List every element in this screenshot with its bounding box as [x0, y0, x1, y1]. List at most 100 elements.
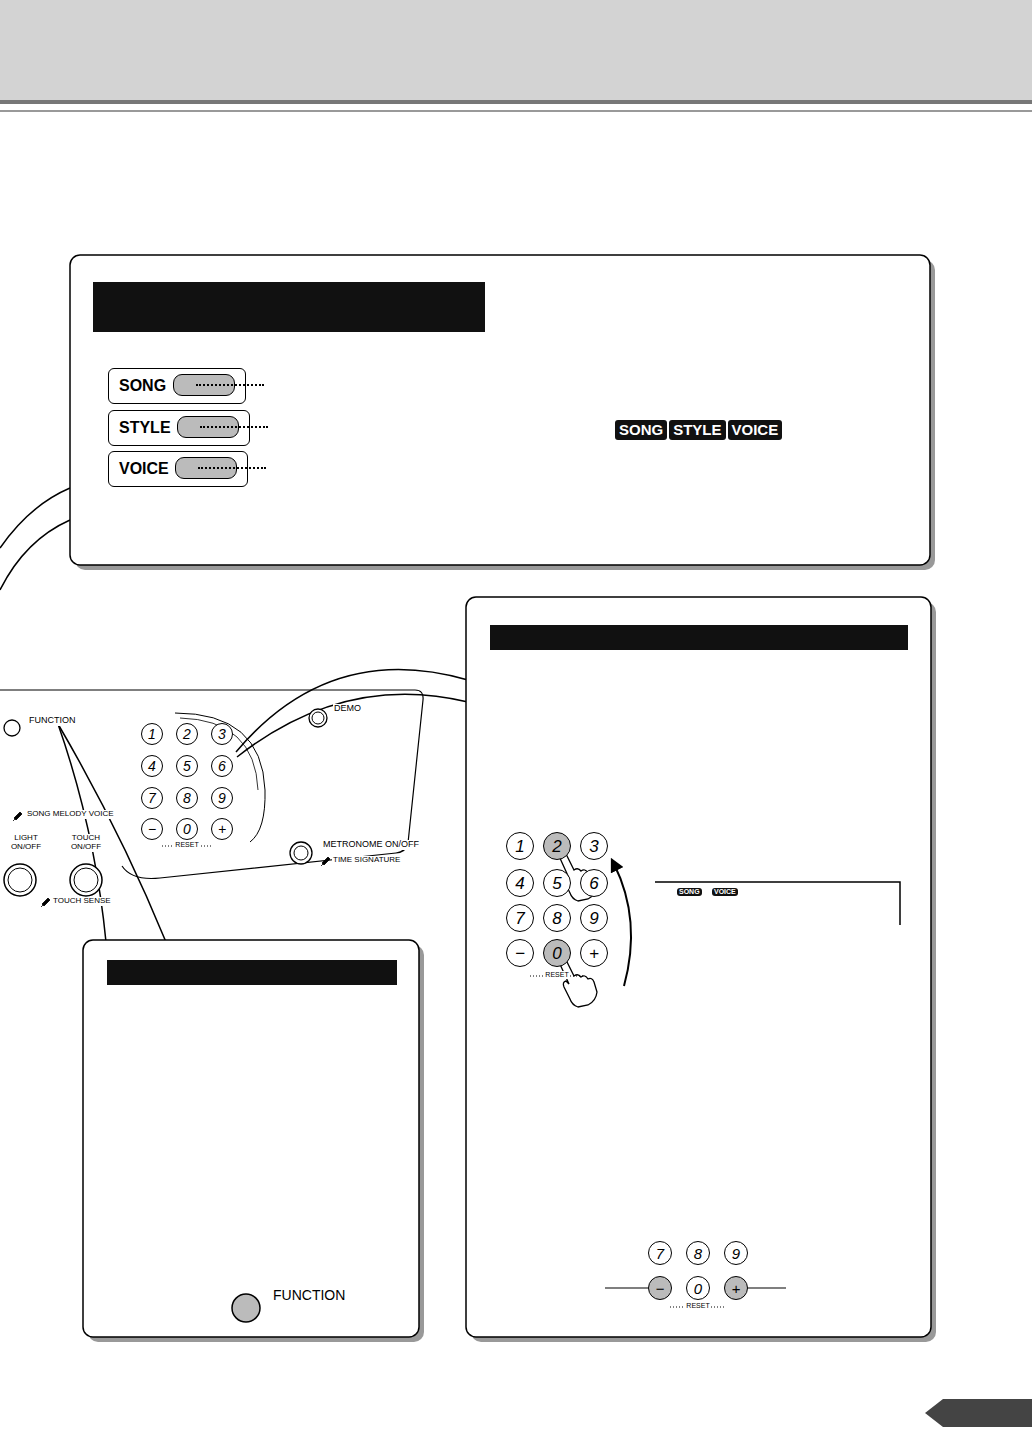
leader-line [605, 1287, 648, 1288]
heading-bar [107, 960, 397, 985]
node-text: 9 [732, 1246, 740, 1261]
mode-badge: VOICE [728, 420, 783, 440]
mode-badge: SONG [677, 888, 702, 896]
node-text: − [515, 945, 525, 962]
light-button [8, 868, 32, 892]
node-text: SONG [119, 377, 166, 395]
node-text: 2 [183, 727, 191, 741]
node-text: 4 [148, 759, 156, 773]
control-label: FUNCTION [272, 1288, 346, 1303]
sequence-arrow [614, 864, 631, 986]
node-text: 0 [694, 1281, 702, 1296]
header-band [0, 0, 1032, 100]
mode-badge: VOICE [712, 888, 738, 896]
light-button [4, 864, 36, 896]
number-key: 6 [580, 869, 608, 897]
node-text: 9 [589, 910, 598, 927]
node-text: 8 [552, 910, 561, 927]
node-text: 0 [183, 822, 191, 836]
number-key: 9 [580, 904, 608, 932]
reset-bracket [570, 976, 584, 977]
control-label: TOUCH ON/OFF [64, 834, 108, 852]
metronome-button [294, 846, 308, 860]
control-label: DEMO [333, 704, 362, 714]
callout-wedge [58, 724, 106, 942]
node-text: 1 [148, 727, 156, 741]
pencil-icon [321, 857, 330, 866]
mode-button: VOICE [108, 451, 248, 487]
slider-pill [177, 416, 239, 438]
node-text: 3 [218, 727, 226, 741]
node-text: SONG [619, 421, 663, 438]
number-key: 0 [176, 818, 198, 840]
number-key: 9 [724, 1241, 748, 1265]
demo-button [309, 709, 327, 727]
node-text: 8 [694, 1246, 702, 1261]
node-text: VOICE [732, 421, 779, 438]
reset-bracket [530, 976, 544, 977]
metronome-button [290, 842, 312, 864]
node-text: 6 [218, 759, 226, 773]
reset-bracket [711, 1307, 726, 1308]
node-text: SONG [679, 888, 700, 895]
control-label: SONG MELODY VOICE [26, 810, 115, 819]
number-key: 0 [686, 1276, 710, 1300]
function-button [232, 1294, 260, 1322]
number-key: 1 [506, 832, 534, 860]
pencil-icon [13, 812, 22, 821]
node-text: − [656, 1281, 665, 1296]
number-key: 3 [211, 723, 233, 745]
number-key: 3 [580, 832, 608, 860]
control-label: TIME SIGNATURE [332, 856, 401, 865]
number-key: 2 [543, 832, 571, 860]
demo-button [312, 712, 324, 724]
mode-button: SONG [108, 368, 246, 404]
number-key: 5 [543, 869, 571, 897]
node-text: + [218, 822, 226, 836]
number-key: − [141, 818, 163, 840]
slider-pill [175, 457, 237, 479]
callout-panel [83, 940, 419, 1337]
node-text: 2 [552, 838, 561, 855]
number-key: 0 [543, 939, 571, 967]
callout-wedge [58, 724, 166, 942]
node-text: 5 [183, 759, 191, 773]
node-text: STYLE [119, 419, 171, 437]
control-label: METRONOME ON/OFF [322, 840, 420, 850]
slider-pill [173, 374, 235, 396]
function-button [4, 720, 20, 736]
number-key: − [648, 1276, 672, 1300]
header-rule [0, 110, 1032, 112]
node-text: STYLE [673, 421, 721, 438]
number-key: + [724, 1276, 748, 1300]
callout-wedge [0, 488, 70, 548]
number-key: 4 [506, 869, 534, 897]
number-key: 6 [211, 755, 233, 777]
node-text: VOICE [714, 888, 736, 895]
node-text: VOICE [119, 460, 169, 478]
panel-outline [0, 690, 423, 879]
number-key: 7 [506, 904, 534, 932]
page-tab [925, 1399, 1032, 1427]
number-key: 4 [141, 755, 163, 777]
header-rule [0, 100, 1032, 104]
number-key: − [506, 939, 534, 967]
keypad-arc [175, 713, 265, 842]
node-text: 7 [656, 1246, 664, 1261]
reset-bracket [198, 846, 212, 847]
number-key: 8 [176, 787, 198, 809]
number-key: 9 [211, 787, 233, 809]
callout-wedge [0, 520, 70, 590]
dotted-leader [198, 467, 266, 469]
node-text: − [148, 822, 156, 836]
leader-line [748, 1287, 786, 1288]
callout-panel [466, 597, 931, 1337]
callout-panel [70, 255, 930, 565]
group-label: RESET [685, 1302, 710, 1310]
node-text: + [732, 1281, 741, 1296]
number-key: + [580, 939, 608, 967]
node-text: 5 [552, 875, 561, 892]
number-key: 2 [176, 723, 198, 745]
group-label: RESET [174, 841, 199, 849]
node-text: 6 [589, 875, 598, 892]
